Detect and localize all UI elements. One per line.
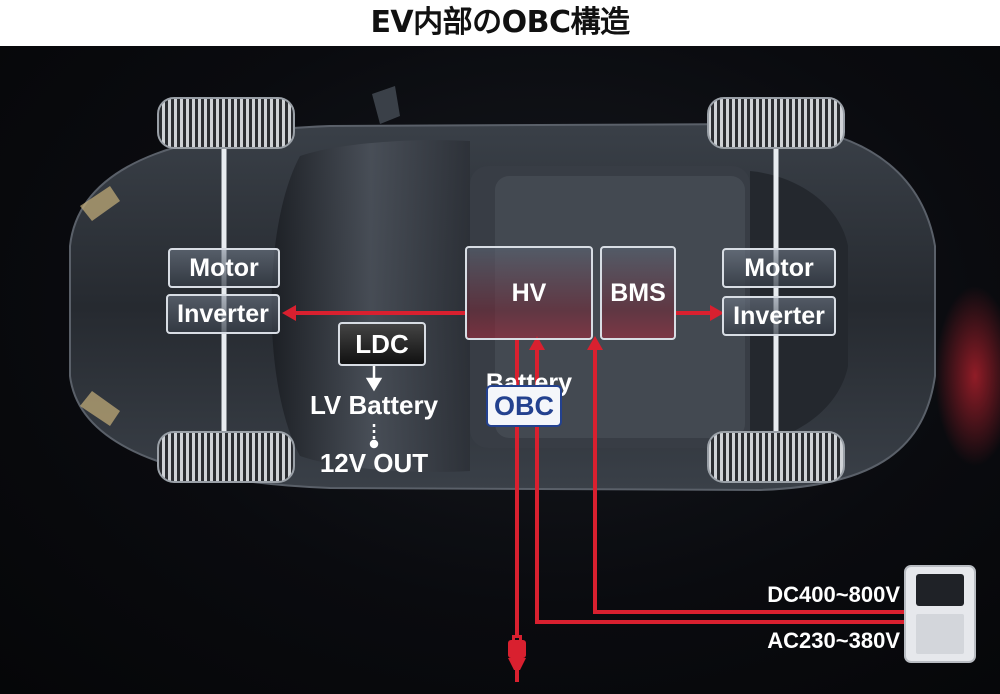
ldc-box: LDC <box>338 322 426 366</box>
power-plug-icon <box>508 635 526 682</box>
tire-icon <box>157 97 845 483</box>
power-lines <box>292 311 905 638</box>
charging-station-icon <box>904 565 976 663</box>
lv-connectors <box>365 364 383 449</box>
bms-box: BMS <box>600 246 676 340</box>
lv-battery-label: LV Battery <box>309 390 439 420</box>
rear-inverter-box: Inverter <box>722 296 836 336</box>
front-motor-box: Motor <box>168 248 280 288</box>
page-title: EV内部のOBC構造 <box>370 5 630 40</box>
front-inverter-box: Inverter <box>166 294 280 334</box>
lv-output-label: 12V OUT <box>319 448 429 478</box>
rear-motor-box: Motor <box>722 248 836 288</box>
ev-diagram: Motor Inverter Motor Inverter HV Battery… <box>0 46 1000 694</box>
arrowheads <box>282 305 724 350</box>
dc-voltage-label: DC400~800V <box>767 582 900 607</box>
obc-badge: OBC <box>486 385 562 427</box>
hv-battery-box: HV Battery <box>465 246 593 397</box>
ac-voltage-label: AC230~380V <box>767 628 900 653</box>
